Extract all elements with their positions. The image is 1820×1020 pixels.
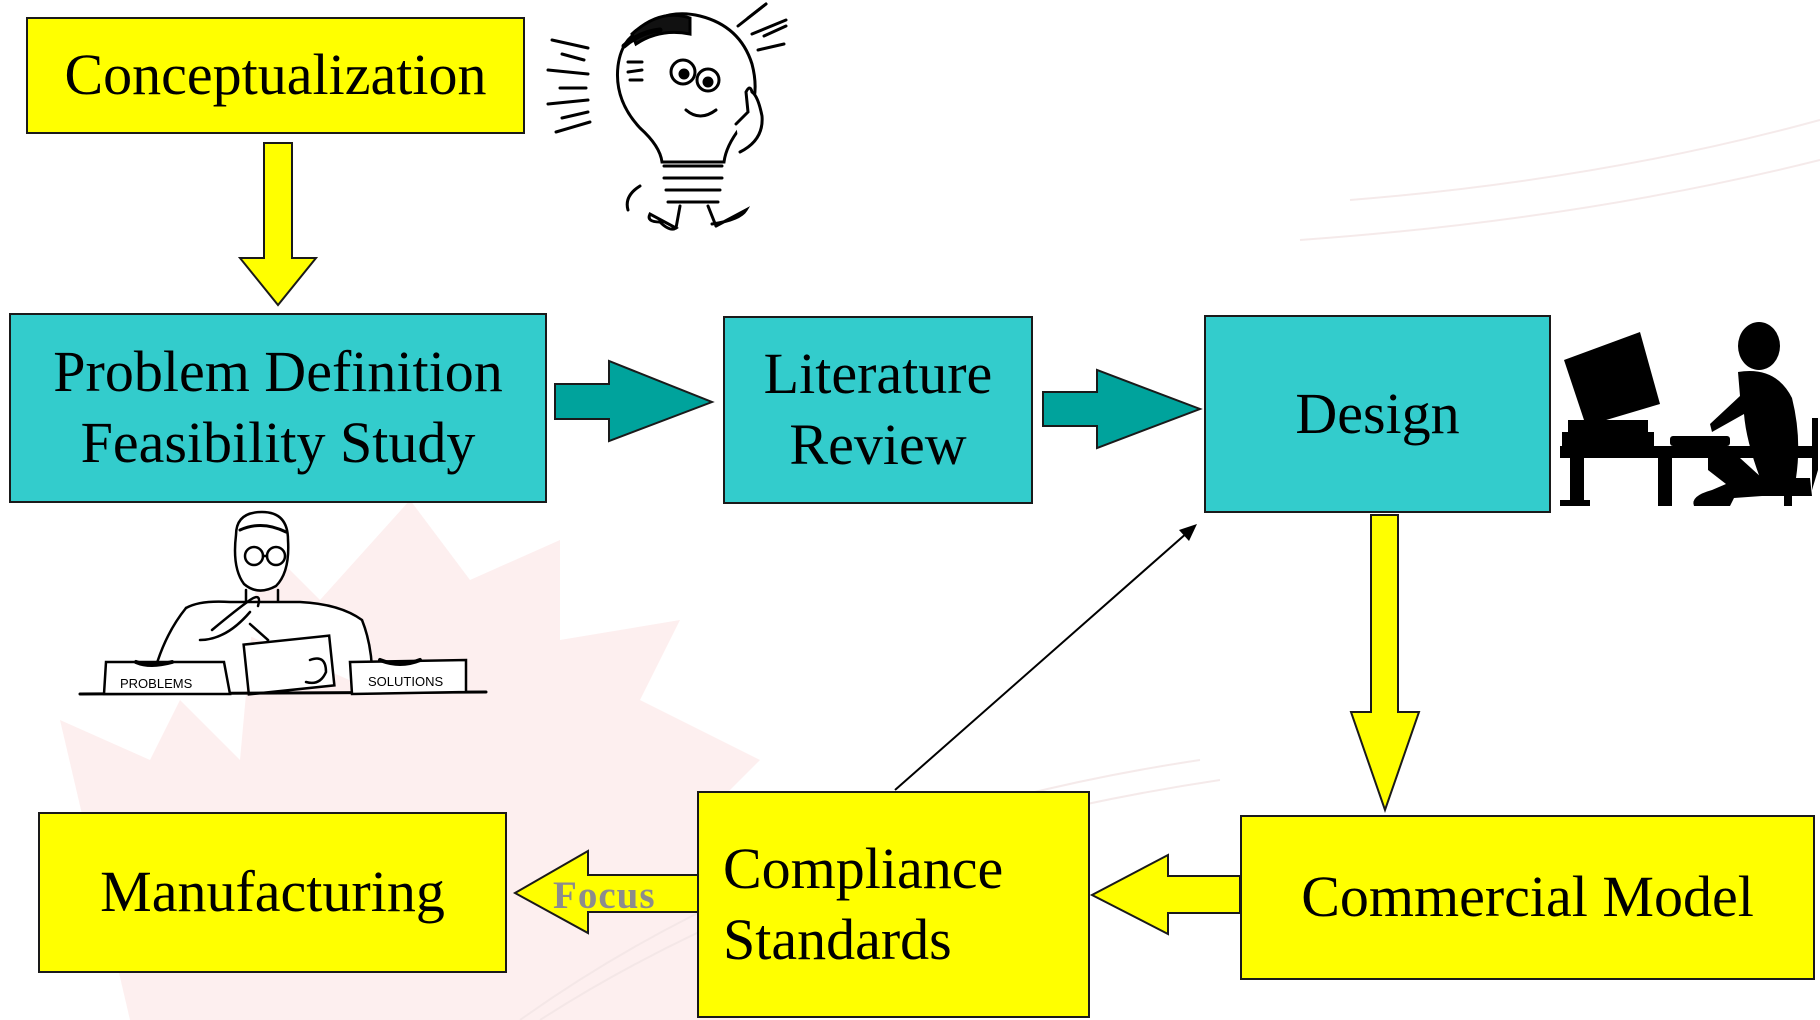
arrow-design-to-commercial bbox=[1349, 514, 1421, 814]
compliance-standards-box: Compliance Standards bbox=[697, 791, 1090, 1018]
design-box: Design bbox=[1204, 315, 1551, 513]
compliance-standards-line-2: Standards bbox=[723, 906, 952, 972]
commercial-model-box: Commercial Model bbox=[1240, 815, 1815, 980]
focus-arrow-label: Focus bbox=[553, 874, 656, 917]
commercial-model-label: Commercial Model bbox=[1301, 864, 1754, 930]
arrowhead-compliance-to-design bbox=[1179, 524, 1197, 541]
conceptualization-box: Conceptualization bbox=[26, 17, 525, 134]
arrow-literature-to-design bbox=[1042, 368, 1203, 450]
literature-review-line-1: Literature bbox=[763, 341, 993, 407]
arrow-compliance-to-manufacturing bbox=[512, 849, 699, 935]
problem-definition-line-1: Problem Definition bbox=[53, 339, 503, 405]
thinking-man-clipart bbox=[78, 510, 488, 696]
problem-definition-line-2: Feasibility Study bbox=[80, 410, 476, 475]
solutions-tray-label: SOLUTIONS bbox=[368, 674, 443, 689]
lightbulb-mascot-icon bbox=[546, 2, 788, 231]
arrow-commercial-to-compliance bbox=[1089, 853, 1241, 936]
manufacturing-label: Manufacturing bbox=[100, 859, 445, 925]
conceptualization-label: Conceptualization bbox=[64, 42, 487, 108]
person-at-computer-icon bbox=[1560, 322, 1818, 506]
problems-tray-label: PROBLEMS bbox=[120, 676, 193, 691]
compliance-standards-line-1: Compliance bbox=[723, 835, 1004, 901]
arrow-problem-to-literature bbox=[554, 359, 715, 443]
arrow-concept-to-problem bbox=[237, 142, 319, 307]
literature-review-line-2: Review bbox=[789, 412, 967, 477]
manufacturing-box: Manufacturing bbox=[38, 812, 507, 973]
literature-review-box: Literature Review bbox=[723, 316, 1033, 504]
design-label: Design bbox=[1295, 380, 1460, 446]
problem-definition-box: Problem Definition Feasibility Study bbox=[9, 313, 547, 503]
arrow-compliance-to-design bbox=[894, 531, 1189, 791]
